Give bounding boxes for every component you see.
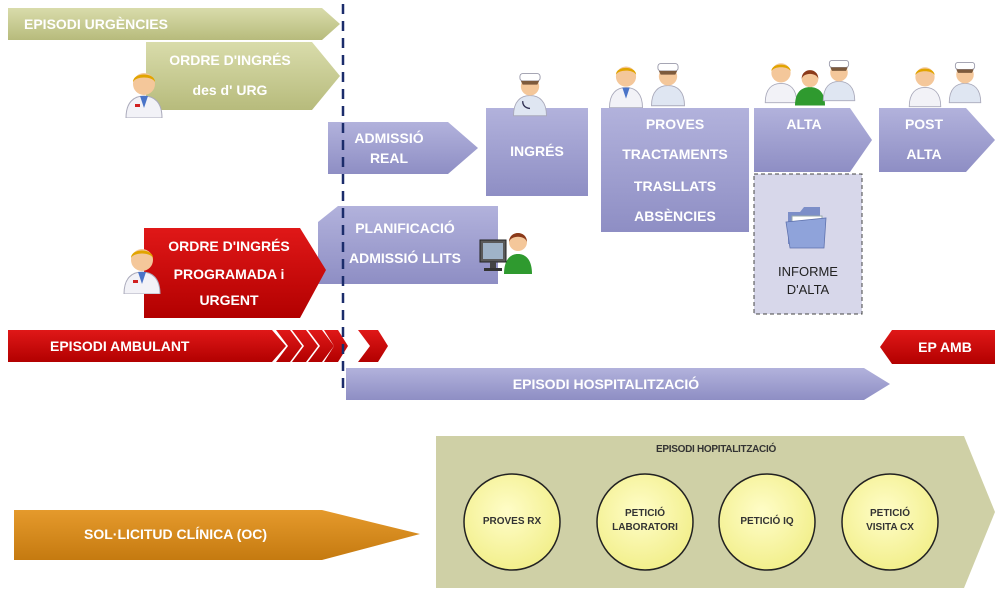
hospitalitzacio-arrow bbox=[346, 368, 890, 400]
ambulant-arrow bbox=[8, 330, 286, 362]
admissio-label-2: REAL bbox=[369, 150, 409, 166]
solicitud-arrow bbox=[14, 510, 420, 560]
alta-arrow bbox=[754, 108, 872, 172]
ep-amb-label: EP AMB bbox=[918, 339, 972, 355]
proves-label-4: ABSÈNCIES bbox=[634, 208, 716, 224]
proves-label-2: TRACTAMENTS bbox=[622, 146, 728, 162]
proves-box bbox=[601, 108, 749, 232]
circle-proves-rx-label: PROVES RX bbox=[482, 516, 542, 527]
admissio-label-1: ADMISSIÓ bbox=[354, 130, 424, 146]
proves-label-1: PROVES bbox=[645, 116, 705, 132]
ordre-urg-arrow bbox=[146, 42, 340, 110]
urgencies-arrow bbox=[8, 8, 340, 40]
informe-label-1: INFORME bbox=[778, 264, 838, 279]
ordre-urg-label-2: des d' URG bbox=[192, 82, 268, 98]
ambulant-chevrons bbox=[276, 330, 388, 362]
post-alta-label-1: POST bbox=[904, 116, 944, 132]
ordre-prog-arrow bbox=[144, 228, 326, 318]
proves-label-3: TRASLLATS bbox=[633, 178, 717, 194]
ambulant-label: EPISODI AMBULANT bbox=[50, 338, 190, 354]
ordre-prog-label-2: PROGRAMADA i bbox=[173, 266, 285, 282]
circle-peticio-lab-label-2: LABORATORI bbox=[612, 522, 678, 533]
circle-peticio-iq bbox=[718, 473, 816, 571]
circle-peticio-lab-label-1: PETICIÓ bbox=[624, 508, 665, 519]
doctor-icon bbox=[764, 63, 798, 104]
computer-user-icon bbox=[479, 233, 532, 274]
solicitud-label: SOL·LICITUD CLÍNICA (OC) bbox=[84, 526, 268, 542]
post-alta-label-2: ALTA bbox=[906, 146, 942, 162]
planificacio-label-2: ADMISSIÓ LLITS bbox=[349, 250, 461, 266]
ep-amb-arrow bbox=[880, 330, 995, 364]
doctor-icon bbox=[609, 66, 643, 108]
informe-label-2: D'ALTA bbox=[786, 282, 830, 297]
post-alta-arrow bbox=[879, 108, 995, 172]
circle-peticio-visita-label-1: PETICIÓ bbox=[869, 508, 910, 519]
planificacio-shape bbox=[318, 206, 498, 284]
nurse-icon bbox=[651, 63, 685, 107]
circle-peticio-laboratori bbox=[596, 473, 694, 571]
ordre-prog-label-3: URGENT bbox=[199, 292, 259, 308]
bottom-panel-title: EPISODI HOPITALITZACIÓ bbox=[656, 444, 776, 455]
alta-label: ALTA bbox=[786, 116, 822, 132]
circle-peticio-visita-label-2: VISITA CX bbox=[866, 522, 914, 533]
circle-peticio-iq-label: PETICIÓ IQ bbox=[740, 516, 794, 527]
patient-icon bbox=[795, 70, 825, 106]
hospitalitzacio-label: EPISODI HOSPITALITZACIÓ bbox=[512, 376, 700, 392]
circle-proves-rx bbox=[463, 473, 561, 571]
ingres-label: INGRÉS bbox=[510, 143, 564, 159]
admissio-arrow bbox=[328, 122, 478, 174]
ordre-prog-label-1: ORDRE D'INGRÉS bbox=[168, 238, 290, 254]
folder-icon bbox=[785, 207, 827, 249]
nurse-icon bbox=[513, 73, 547, 117]
doctor-icon bbox=[908, 67, 942, 108]
ordre-urg-label-1: ORDRE D'INGRÉS bbox=[169, 52, 291, 68]
doctor-icon bbox=[125, 73, 163, 118]
circle-peticio-visita bbox=[841, 473, 939, 571]
ingres-box bbox=[486, 108, 588, 196]
urgencies-label: EPISODI URGÈNCIES bbox=[24, 16, 168, 32]
doctor-icon bbox=[123, 249, 161, 294]
planificacio-label-1: PLANIFICACIÓ bbox=[355, 220, 455, 236]
nurse-icon bbox=[822, 59, 856, 102]
nurse-icon bbox=[948, 61, 982, 104]
